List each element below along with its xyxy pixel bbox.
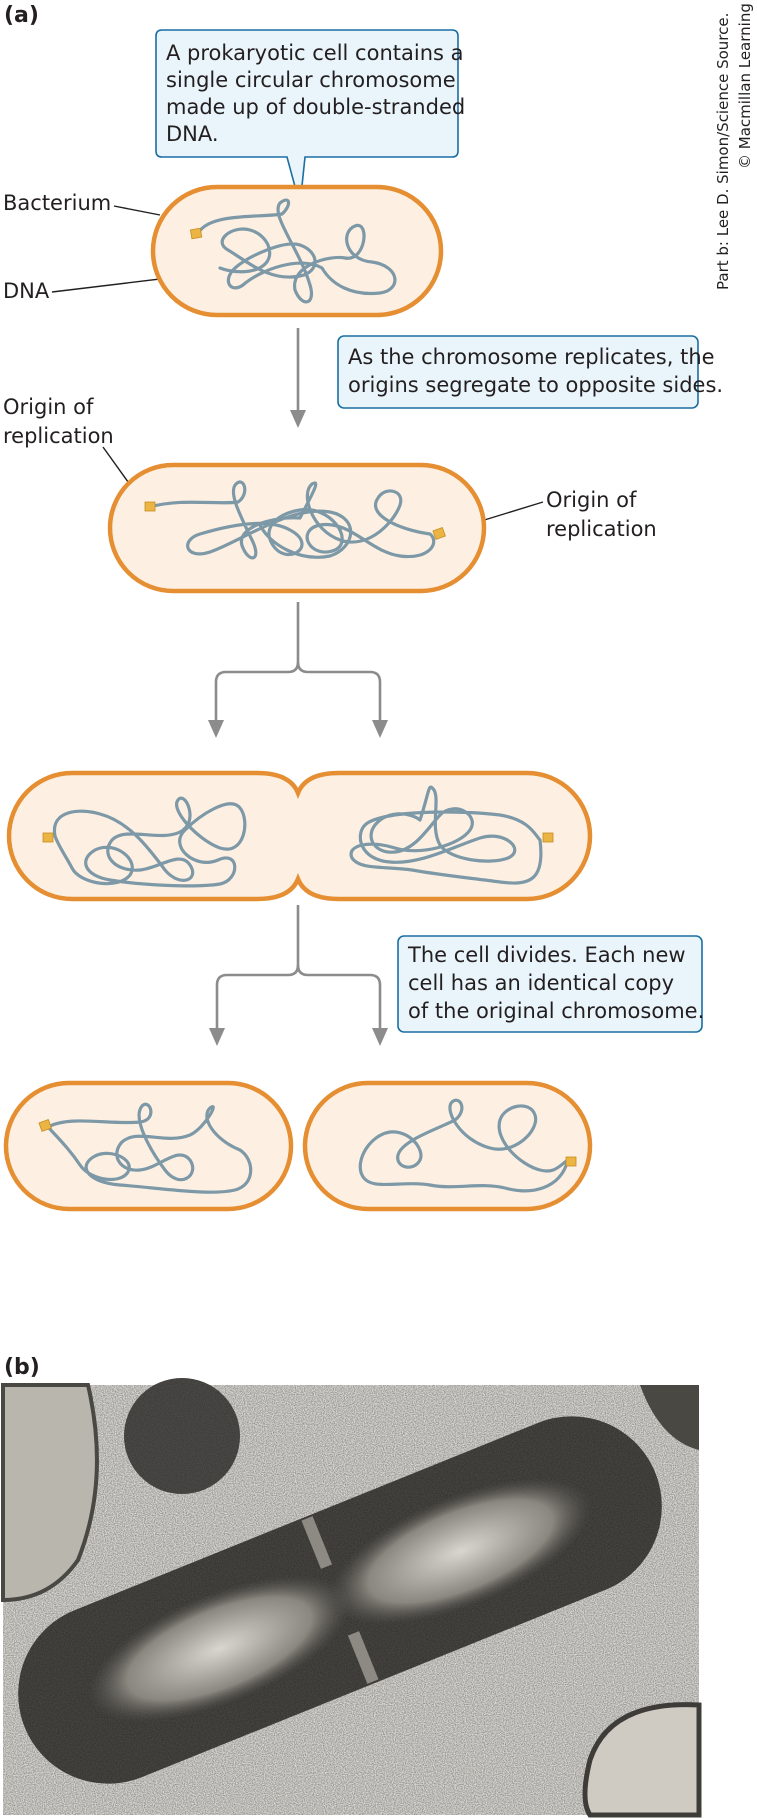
dna-chromosome-2 — [148, 480, 436, 560]
callout-2: As the chromosome replicates, the origin… — [337, 335, 723, 409]
dna-chromosome-4b — [358, 1098, 570, 1193]
fork-arrow-1 — [208, 602, 388, 738]
origin-marker — [144, 501, 156, 512]
label-bacterium: Bacterium — [3, 191, 111, 215]
callout-3: The cell divides. Each new cell has an i… — [397, 935, 704, 1033]
cell-daughter-left — [3, 1080, 294, 1212]
cell-1 — [150, 184, 444, 318]
arrow-1 — [290, 328, 306, 428]
origin-marker — [432, 527, 446, 540]
origin-marker — [42, 832, 54, 843]
cell-dividing — [6, 770, 593, 902]
callout-1-text: A prokaryotic cell contains a single cir… — [166, 41, 472, 146]
dna-chromosome-4a — [46, 1102, 253, 1194]
fork-arrow-2 — [209, 905, 388, 1046]
origin-marker — [189, 227, 203, 240]
credit-line-1: Part b: Lee D. Simon/Science Source. — [714, 13, 732, 290]
origin-marker — [565, 1156, 577, 1167]
credit-line-2: © Macmillan Learning — [736, 3, 754, 169]
part-b-label: (b) — [4, 1355, 40, 1380]
cell-daughter-right — [302, 1080, 593, 1212]
dna-chromosome-3a — [52, 796, 247, 888]
dna-chromosome-3b — [349, 785, 543, 885]
callout-1: A prokaryotic cell contains a single cir… — [155, 29, 472, 206]
dna-chromosome-1 — [195, 198, 397, 304]
credit-text: Part b: Lee D. Simon/Science Source. © M… — [714, 3, 754, 290]
label-dna: DNA — [3, 279, 50, 303]
label-origin-left: Origin of replication — [3, 395, 114, 448]
part-a-label: (a) — [4, 3, 39, 28]
micrograph — [1, 1378, 702, 1818]
label-origin-right: Origin of replication — [546, 488, 657, 541]
bacterium-leader — [113, 205, 161, 216]
callout-2-text: As the chromosome replicates, the origin… — [348, 345, 723, 397]
callout-3-text: The cell divides. Each new cell has an i… — [407, 943, 704, 1023]
origin-marker — [38, 1119, 52, 1132]
cell-2 — [107, 462, 487, 594]
origin-marker — [542, 832, 554, 843]
